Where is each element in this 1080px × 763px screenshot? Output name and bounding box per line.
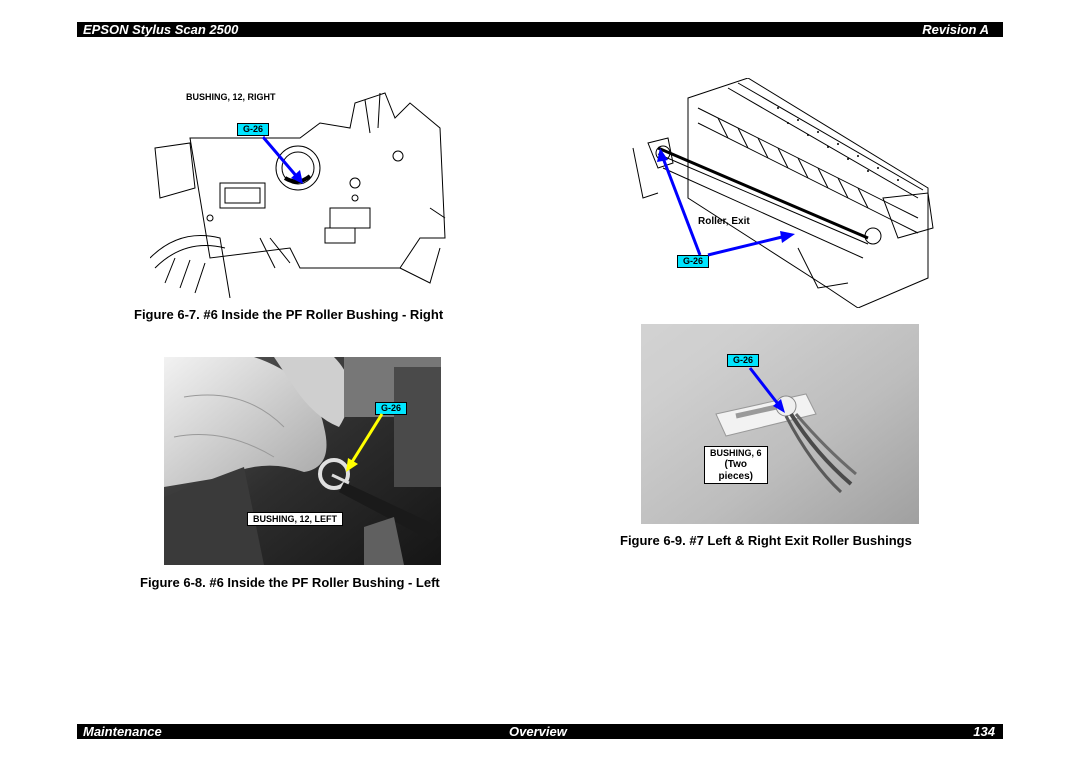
fig9-part-label: BUSHING, 6 (Two pieces) xyxy=(704,446,768,484)
fig9-label-line2: (Two xyxy=(724,459,748,470)
footer-subsection: Overview xyxy=(509,724,567,739)
fig9-roller-label: Roller, Exit xyxy=(698,216,750,227)
footer-section: Maintenance xyxy=(83,724,162,739)
fig7-part-label: BUSHING, 12, RIGHT xyxy=(186,92,276,102)
header-revision: Revision A xyxy=(922,22,989,37)
figure-6-7-drawing xyxy=(149,88,460,299)
header-title: EPSON Stylus Scan 2500 xyxy=(83,22,239,37)
fig9-callout-badge: G-26 xyxy=(727,354,760,367)
figure-6-8-photo xyxy=(164,357,441,565)
fig8-callout-badge: G-26 xyxy=(375,402,408,415)
fig9-label-line1: BUSHING, 6 xyxy=(710,448,762,458)
page-number: 134 xyxy=(973,724,995,739)
fig9-roller-callout-badge: G-26 xyxy=(677,255,710,268)
page-footer-bar: Maintenance Overview 134 xyxy=(77,724,1003,739)
figure-6-9-roller-drawing xyxy=(628,77,943,309)
fig7-caption: Figure 6-7. #6 Inside the PF Roller Bush… xyxy=(134,307,444,322)
page-header-bar: EPSON Stylus Scan 2500 Revision A xyxy=(77,22,1003,37)
figure-6-9-photo xyxy=(641,324,919,524)
fig9-label-line3: pieces) xyxy=(718,471,753,482)
fig8-part-label: BUSHING, 12, LEFT xyxy=(247,512,344,526)
fig9-caption: Figure 6-9. #7 Left & Right Exit Roller … xyxy=(620,533,912,548)
fig7-callout-badge: G-26 xyxy=(237,123,270,136)
fig8-caption: Figure 6-8. #6 Inside the PF Roller Bush… xyxy=(140,575,440,590)
